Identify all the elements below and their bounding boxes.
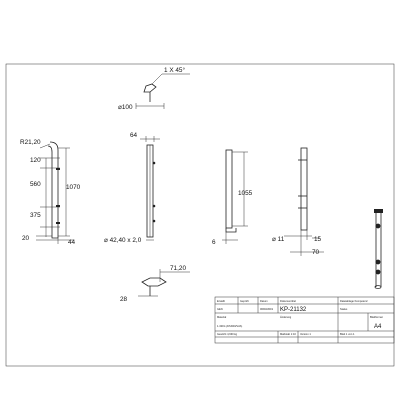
dim-6: 6 [212,239,216,246]
view-post-side [36,141,74,244]
dim-1055: 1055 [238,190,253,197]
tb-scale-label: Maßstab 1:10 [280,332,296,336]
dim-560: 560 [30,181,41,188]
view-post-plain [222,149,248,244]
dim-1070: 1070 [66,184,81,191]
tb-date-value: 06/03/2019 [260,307,274,311]
dim-d11: ⌀ 11 [272,236,285,243]
tb-date-label: Datum [260,299,268,303]
dim-120: 120 [30,157,41,164]
tb-drawn-value: GEN [217,307,223,311]
tb-company-note: Dateiablage Kompetenz [340,299,368,303]
sheet-frame [5,63,395,367]
top-view-detail [135,73,190,109]
dim-chamfer: 1 X 45° [164,66,185,74]
tb-sheet-value: Blatt 1 von 1 [340,332,355,336]
tb-material-value: 1.4301 (AISI304/V2A) [217,324,242,328]
dim-d100: ⌀100 [118,104,133,111]
view-isometric [374,209,383,289]
tb-material-label: Material [217,315,227,319]
view-bottom-detail [138,269,190,297]
dim-70: 70 [312,249,320,256]
dim-r21: R21,20 [20,139,41,146]
dim-tube: ⌀ 42,40 x 2,0 [104,237,142,244]
tb-status-label: Status [340,307,348,311]
tb-revision-value: Version 1 [300,332,311,336]
dim-28: 28 [120,296,128,303]
tb-format-value: A4 [374,324,382,330]
tb-weight-label: Gewicht 4,930 kg [217,332,238,336]
tb-revision-label: Änderung [280,315,292,319]
tb-check-label: Geprüft [240,299,249,303]
dim-44: 44 [68,239,76,246]
view-post-brackets [284,147,324,256]
tb-drawing-number: KP-21132 [280,307,307,313]
tb-drawn-label: Erstellt [217,299,225,303]
dim-71: 71,20 [170,265,186,272]
dim-15: 15 [314,236,322,243]
view-post-front [140,136,160,241]
tb-doc-label: Dokumenttitel [280,299,296,303]
dim-64: 64 [130,132,138,139]
title-block [214,296,395,344]
dim-20: 20 [22,235,30,242]
dim-375: 375 [30,212,41,219]
tb-format-label: Blattformat [370,315,383,319]
